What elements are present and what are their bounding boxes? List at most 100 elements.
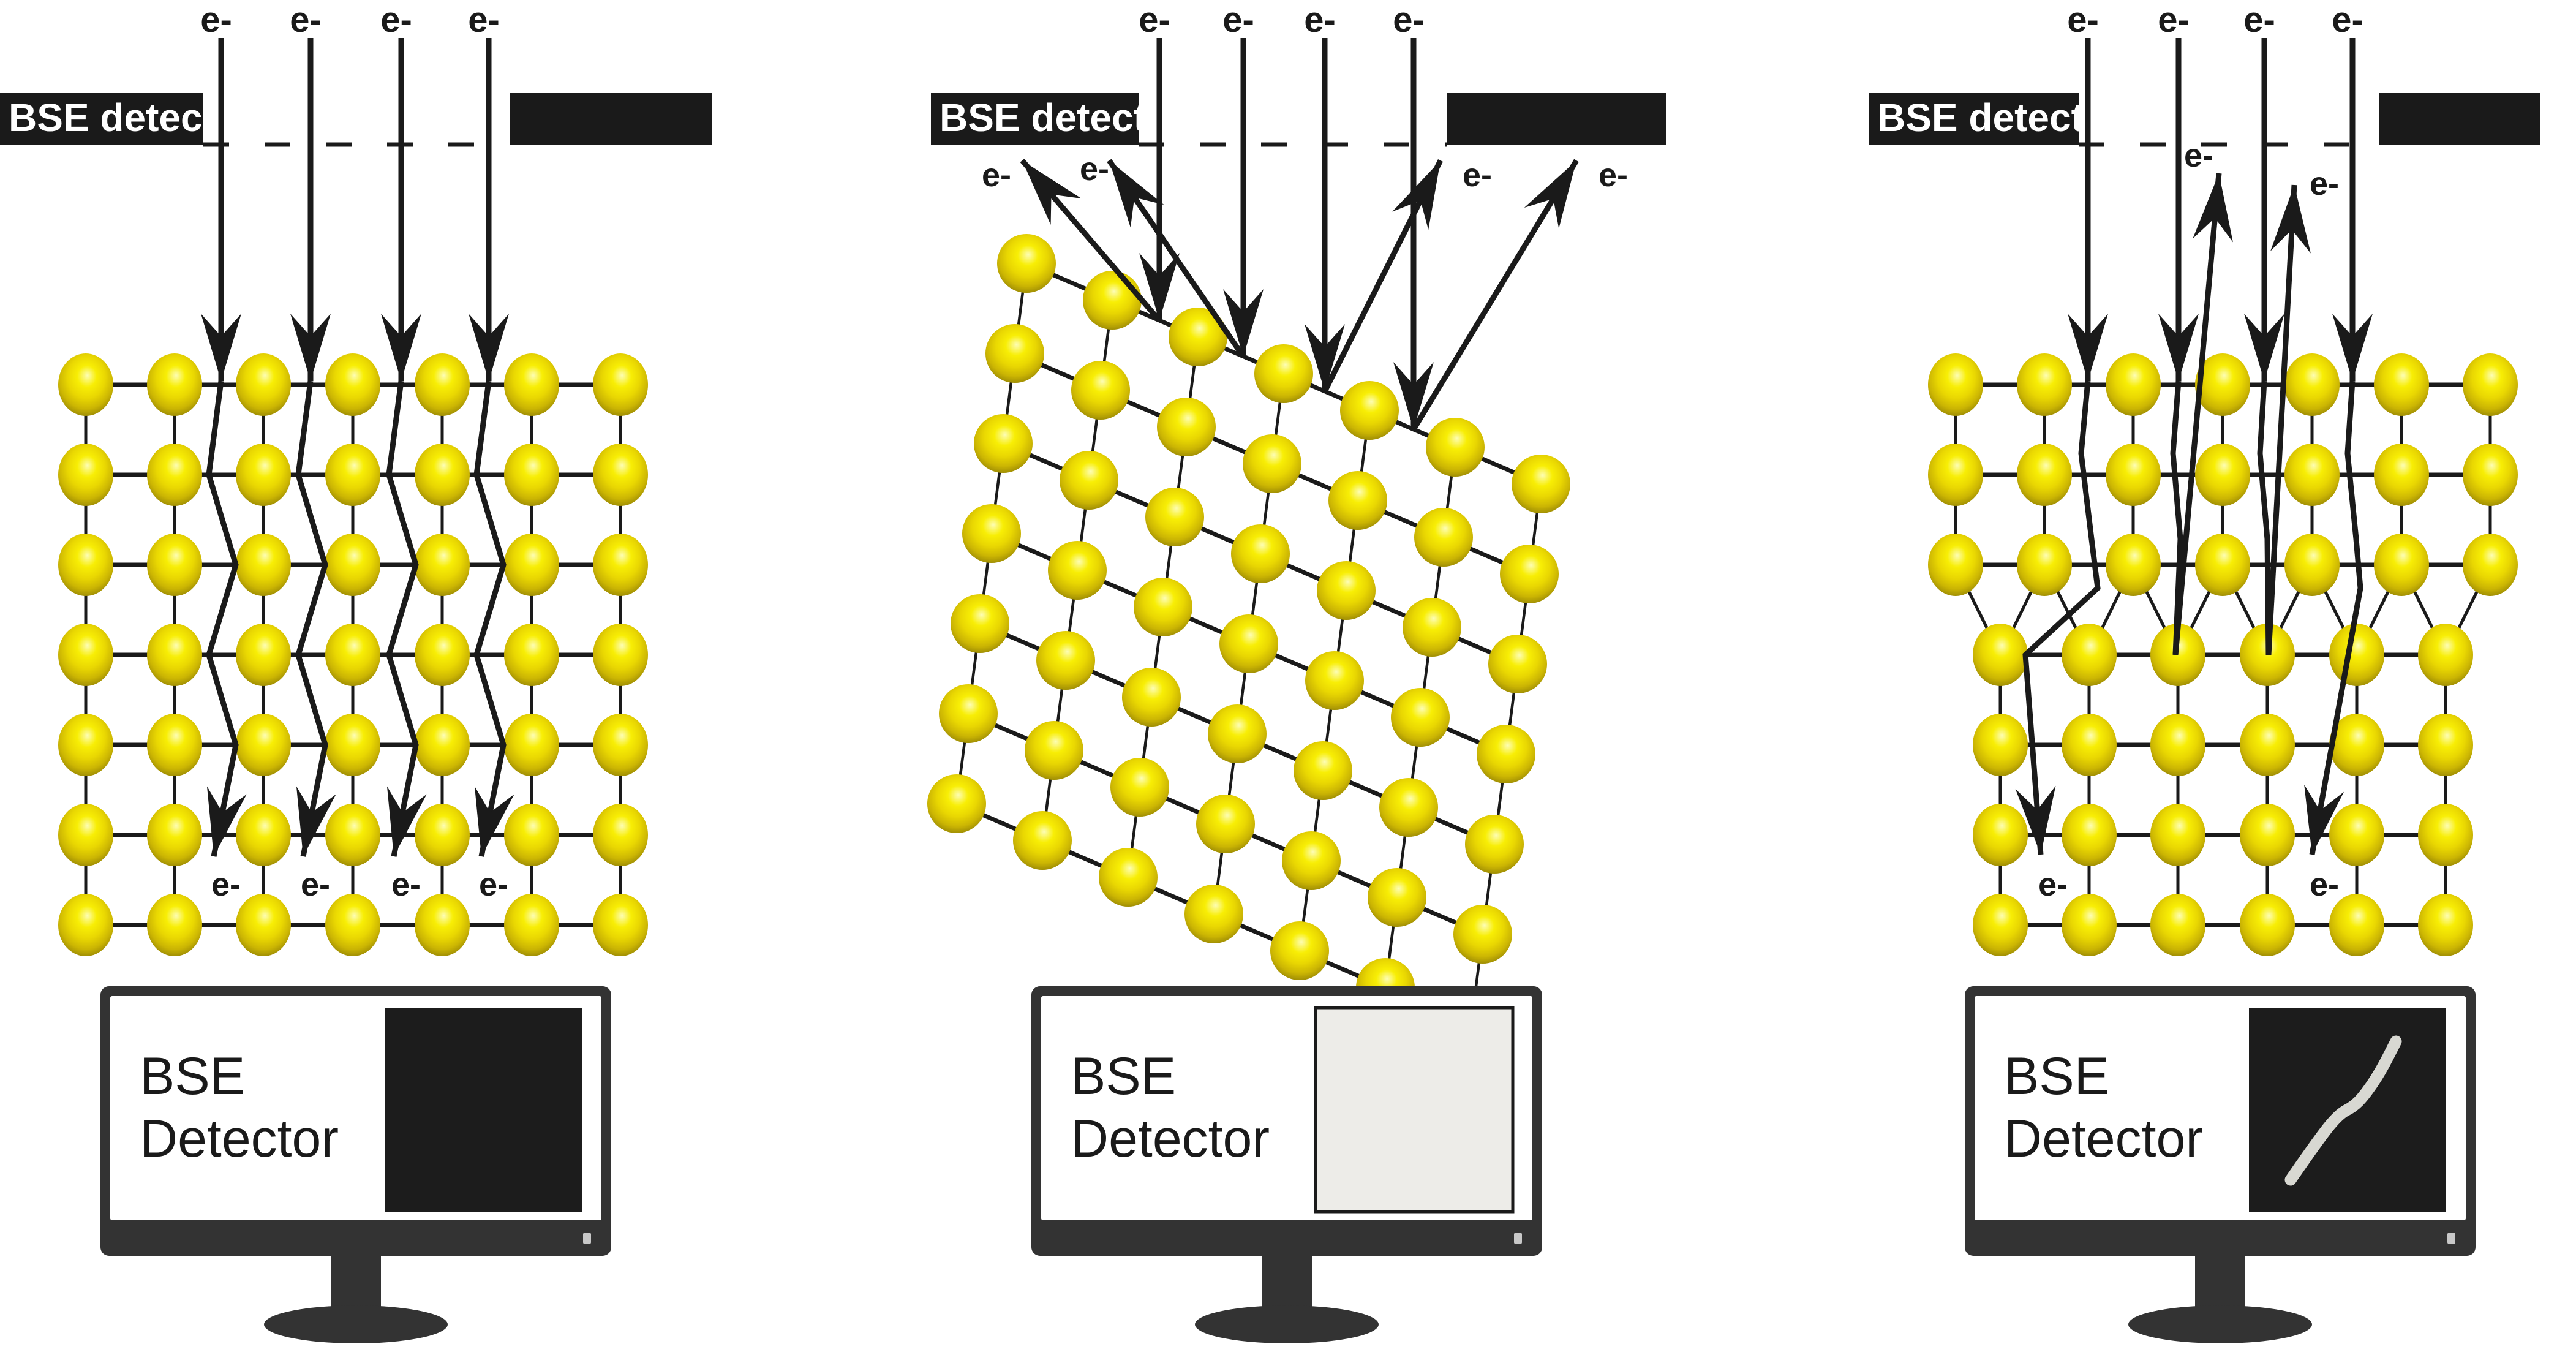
atom bbox=[1282, 831, 1341, 890]
lattice-atoms bbox=[58, 353, 648, 956]
atom bbox=[1379, 778, 1438, 837]
atom bbox=[147, 444, 202, 506]
atom bbox=[593, 624, 648, 686]
monitor-label-line1: BSE bbox=[140, 1047, 245, 1106]
atom bbox=[593, 714, 648, 776]
atom bbox=[1488, 635, 1547, 693]
atom bbox=[2463, 353, 2518, 416]
backscattered-electron-label: e- bbox=[1599, 157, 1628, 194]
atom bbox=[1453, 905, 1512, 964]
atom bbox=[236, 444, 291, 506]
atom bbox=[2150, 804, 2205, 866]
atom bbox=[2195, 444, 2250, 506]
atom bbox=[1110, 758, 1169, 817]
atom bbox=[1243, 434, 1301, 493]
backscattered-electron-arrow bbox=[1020, 159, 1162, 322]
atom bbox=[2062, 894, 2117, 956]
atom bbox=[593, 353, 648, 416]
monitor-power-icon bbox=[2447, 1233, 2455, 1244]
atom bbox=[2062, 714, 2117, 776]
atom bbox=[1973, 624, 2028, 686]
atom bbox=[2195, 534, 2250, 596]
monitor-label-line1: BSE bbox=[2004, 1047, 2109, 1106]
atom bbox=[415, 444, 470, 506]
atom bbox=[1305, 651, 1364, 710]
atom bbox=[1414, 508, 1473, 567]
atom bbox=[147, 534, 202, 596]
atom bbox=[415, 714, 470, 776]
transmitted-electron-label: e- bbox=[2310, 866, 2339, 903]
atom bbox=[1254, 344, 1313, 403]
bse-detector-plate-left bbox=[931, 93, 1139, 145]
atom bbox=[2150, 714, 2205, 776]
backscattered-electron-label: e- bbox=[2310, 165, 2339, 202]
bse-image-dark bbox=[385, 1008, 582, 1212]
atom bbox=[1208, 704, 1267, 763]
atom bbox=[2418, 624, 2473, 686]
backscattered-electron-label: e- bbox=[982, 157, 1011, 194]
atom bbox=[58, 353, 113, 416]
atom bbox=[1071, 361, 1130, 420]
atom bbox=[1973, 714, 2028, 776]
atom bbox=[1013, 811, 1072, 870]
atom bbox=[1426, 418, 1485, 477]
atom bbox=[415, 624, 470, 686]
atom bbox=[1368, 868, 1426, 927]
channeled-electron-path bbox=[386, 380, 427, 857]
channeled-electron-path bbox=[206, 380, 247, 857]
atom bbox=[1122, 668, 1181, 727]
atom bbox=[2463, 534, 2518, 596]
atom bbox=[2418, 894, 2473, 956]
atom bbox=[415, 894, 470, 956]
electron-path bbox=[2170, 380, 2183, 655]
atom bbox=[147, 714, 202, 776]
backscattered-electron-arrow bbox=[1411, 159, 1579, 431]
atom bbox=[1169, 308, 1227, 366]
atom bbox=[415, 804, 470, 866]
atom bbox=[1219, 614, 1278, 673]
monitor-label-line2: Detector bbox=[1071, 1109, 1270, 1168]
backscattered-electron-label: e- bbox=[1463, 157, 1492, 194]
atom bbox=[1465, 815, 1524, 874]
atom bbox=[1048, 541, 1107, 600]
atom bbox=[147, 804, 202, 866]
lattice-atoms bbox=[927, 234, 1570, 1054]
atom bbox=[236, 353, 291, 416]
atom bbox=[2374, 444, 2429, 506]
atom bbox=[2418, 804, 2473, 866]
monitor-stand-base bbox=[2128, 1305, 2312, 1343]
atom bbox=[2240, 714, 2295, 776]
atom bbox=[1391, 688, 1450, 747]
atom bbox=[504, 534, 559, 596]
atom bbox=[1083, 271, 1142, 330]
atom bbox=[325, 714, 380, 776]
atom bbox=[2284, 353, 2340, 416]
atom bbox=[147, 624, 202, 686]
atom bbox=[974, 414, 1033, 473]
atom bbox=[1099, 848, 1158, 907]
dislocation-contrast-line bbox=[2284, 1035, 2402, 1186]
atom bbox=[504, 714, 559, 776]
channeled-electron-path bbox=[2015, 380, 2101, 855]
atom bbox=[2195, 353, 2250, 416]
atom bbox=[1512, 455, 1570, 513]
atom bbox=[325, 804, 380, 866]
atom bbox=[1928, 534, 1983, 596]
atom bbox=[593, 534, 648, 596]
electron-beam-label: e- bbox=[380, 0, 412, 40]
atom bbox=[1060, 451, 1118, 510]
atom bbox=[325, 444, 380, 506]
atom bbox=[2062, 804, 2117, 866]
monitor-label-line1: BSE bbox=[1071, 1047, 1176, 1106]
transmitted-electron-label: e- bbox=[479, 866, 508, 903]
atom bbox=[2240, 894, 2295, 956]
channeled-electron-path bbox=[2304, 380, 2363, 855]
atom bbox=[593, 804, 648, 866]
atom bbox=[58, 624, 113, 686]
electron-beam-label: e- bbox=[200, 0, 232, 40]
atom bbox=[2329, 804, 2384, 866]
